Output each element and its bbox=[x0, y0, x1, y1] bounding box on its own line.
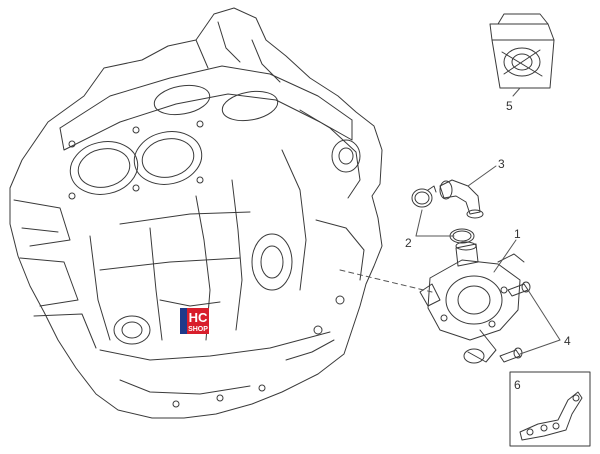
inset-box bbox=[509, 371, 591, 447]
leader-lines bbox=[339, 87, 561, 355]
callout-6: 6 bbox=[514, 378, 521, 392]
logo-blue-stripe bbox=[180, 308, 187, 334]
callout-3: 3 bbox=[498, 157, 505, 171]
pump-bolts bbox=[499, 281, 531, 363]
hc-shop-logo: HC SHOP bbox=[180, 308, 209, 334]
coolant-elbow-hose bbox=[439, 179, 484, 219]
bracket-part bbox=[519, 391, 583, 441]
callout-5: 5 bbox=[506, 99, 513, 113]
logo-line1: HC bbox=[189, 310, 208, 325]
logo-line2: SHOP bbox=[188, 326, 208, 333]
callout-1: 1 bbox=[514, 227, 521, 241]
water-pump bbox=[419, 241, 525, 364]
callouts: 5 3 2 1 4 6 bbox=[405, 99, 571, 392]
logo-red-panel bbox=[187, 308, 209, 334]
gasket-kit-bag bbox=[489, 13, 555, 89]
callout-4: 4 bbox=[564, 334, 571, 348]
engine-crankcase bbox=[9, 7, 383, 419]
callout-2: 2 bbox=[405, 236, 412, 250]
